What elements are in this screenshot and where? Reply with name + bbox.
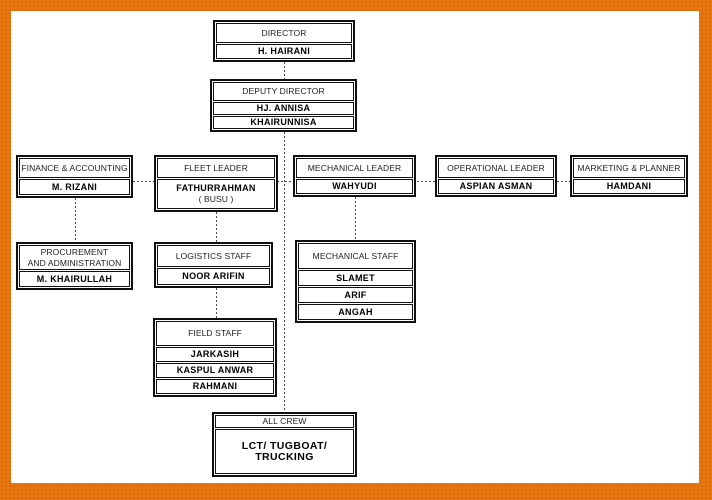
org-node-director: DIRECTOR H. HAIRANI [213, 20, 355, 62]
org-node-operational-leader: OPERATIONAL LEADER ASPIAN ASMAN [435, 155, 557, 197]
member-name: FATHURRAHMAN [176, 183, 256, 193]
member-name: M. RIZANI [51, 181, 98, 192]
node-member: WAHYUDI [296, 179, 413, 194]
member-name: HAMDANI [606, 181, 652, 191]
node-title-line: LOGISTICS STAFF [175, 250, 252, 261]
connector-line [284, 132, 285, 412]
node-member: M. KHAIRULLAH [19, 271, 130, 287]
node-member: RAHMANI [156, 379, 274, 394]
member-name: LCT/ TUGBOAT/ TRUCKING [241, 439, 328, 463]
member-name: M. KHAIRULLAH [36, 273, 113, 284]
node-member: JARKASIH [156, 347, 274, 362]
member-name: ASPIAN ASMAN [459, 181, 533, 191]
member-name: WAHYUDI [332, 181, 377, 191]
member-name: ANGAH [338, 306, 373, 317]
org-node-finance-accounting: FINANCE & ACCOUNTING M. RIZANI [16, 155, 133, 198]
connector-line [75, 198, 76, 242]
org-node-deputy-director: DEPUTY DIRECTOR HJ. ANNISA KHAIRUNNISA [210, 79, 357, 132]
node-title-line: FIELD STAFF [188, 328, 242, 339]
member-name: ( BUSU ) [198, 194, 234, 204]
node-title-line: MECHANICAL LEADER [307, 162, 402, 173]
node-title: OPERATIONAL LEADER [438, 158, 554, 178]
node-title: MARKETING & PLANNER [573, 158, 685, 178]
member-name: NOOR ARIFIN [182, 271, 245, 281]
member-name: KHAIRUNNISA [250, 117, 317, 127]
member-name: ARIF [344, 289, 367, 300]
node-title: DIRECTOR [216, 23, 352, 43]
node-title: MECHANICAL LEADER [296, 158, 413, 178]
member-name: RAHMANI [192, 381, 238, 391]
org-node-field-staff: FIELD STAFF JARKASIH KASPUL ANWAR RAHMANI [153, 318, 277, 397]
node-title: ALL CREW [215, 415, 354, 428]
node-title-line: MARKETING & PLANNER [577, 162, 681, 173]
node-title-line: AND ADMINISTRATION [27, 257, 122, 268]
node-title: LOGISTICS STAFF [157, 245, 270, 267]
connector-line [284, 62, 285, 79]
member-name: SLAMET [336, 272, 375, 283]
node-title-line: MECHANICAL STAFF [312, 250, 399, 261]
node-title-line: DEPUTY DIRECTOR [242, 86, 325, 97]
org-node-fleet-leader: FLEET LEADER FATHURRAHMAN( BUSU ) [154, 155, 278, 212]
node-member: H. HAIRANI [216, 44, 352, 59]
node-member: LCT/ TUGBOAT/ TRUCKING [215, 429, 354, 474]
node-title-line: ALL CREW [262, 416, 307, 427]
member-name: KASPUL ANWAR [176, 365, 254, 375]
connector-line [216, 212, 217, 242]
node-title-line: FLEET LEADER [184, 162, 248, 173]
node-member: KASPUL ANWAR [156, 363, 274, 378]
node-title: FLEET LEADER [157, 158, 275, 178]
node-title-line: OPERATIONAL LEADER [447, 162, 545, 173]
node-title: DEPUTY DIRECTOR [213, 82, 354, 101]
node-member: NOOR ARIFIN [157, 268, 270, 285]
node-title: MECHANICAL STAFF [298, 243, 413, 269]
node-title-line: DIRECTOR [261, 27, 307, 38]
node-member: FATHURRAHMAN( BUSU ) [157, 179, 275, 209]
node-member: ARIF [298, 287, 413, 303]
org-node-logistics-staff: LOGISTICS STAFF NOOR ARIFIN [154, 242, 273, 288]
node-member: ASPIAN ASMAN [438, 179, 554, 194]
org-node-mechanical-staff: MECHANICAL STAFF SLAMET ARIF ANGAH [295, 240, 416, 323]
node-member: ANGAH [298, 304, 413, 320]
node-title: FIELD STAFF [156, 321, 274, 346]
node-title-line: PROCUREMENT [40, 247, 109, 257]
org-node-mechanical-leader: MECHANICAL LEADER WAHYUDI [293, 155, 416, 197]
org-node-all-crew: ALL CREW LCT/ TUGBOAT/ TRUCKING [212, 412, 357, 477]
node-member: M. RIZANI [19, 179, 130, 195]
connector-line [355, 197, 356, 240]
node-member: HAMDANI [573, 179, 685, 194]
connector-line [216, 288, 217, 318]
node-title: FINANCE & ACCOUNTING [19, 158, 130, 178]
node-member: KHAIRUNNISA [213, 116, 354, 129]
node-member: HJ. ANNISA [213, 102, 354, 115]
node-title-line: FINANCE & ACCOUNTING [21, 162, 128, 173]
node-member: SLAMET [298, 270, 413, 286]
member-name: JARKASIH [190, 349, 240, 359]
member-name: HJ. ANNISA [256, 103, 311, 113]
member-name: H. HAIRANI [258, 46, 310, 56]
org-node-marketing-planner: MARKETING & PLANNER HAMDANI [570, 155, 688, 197]
